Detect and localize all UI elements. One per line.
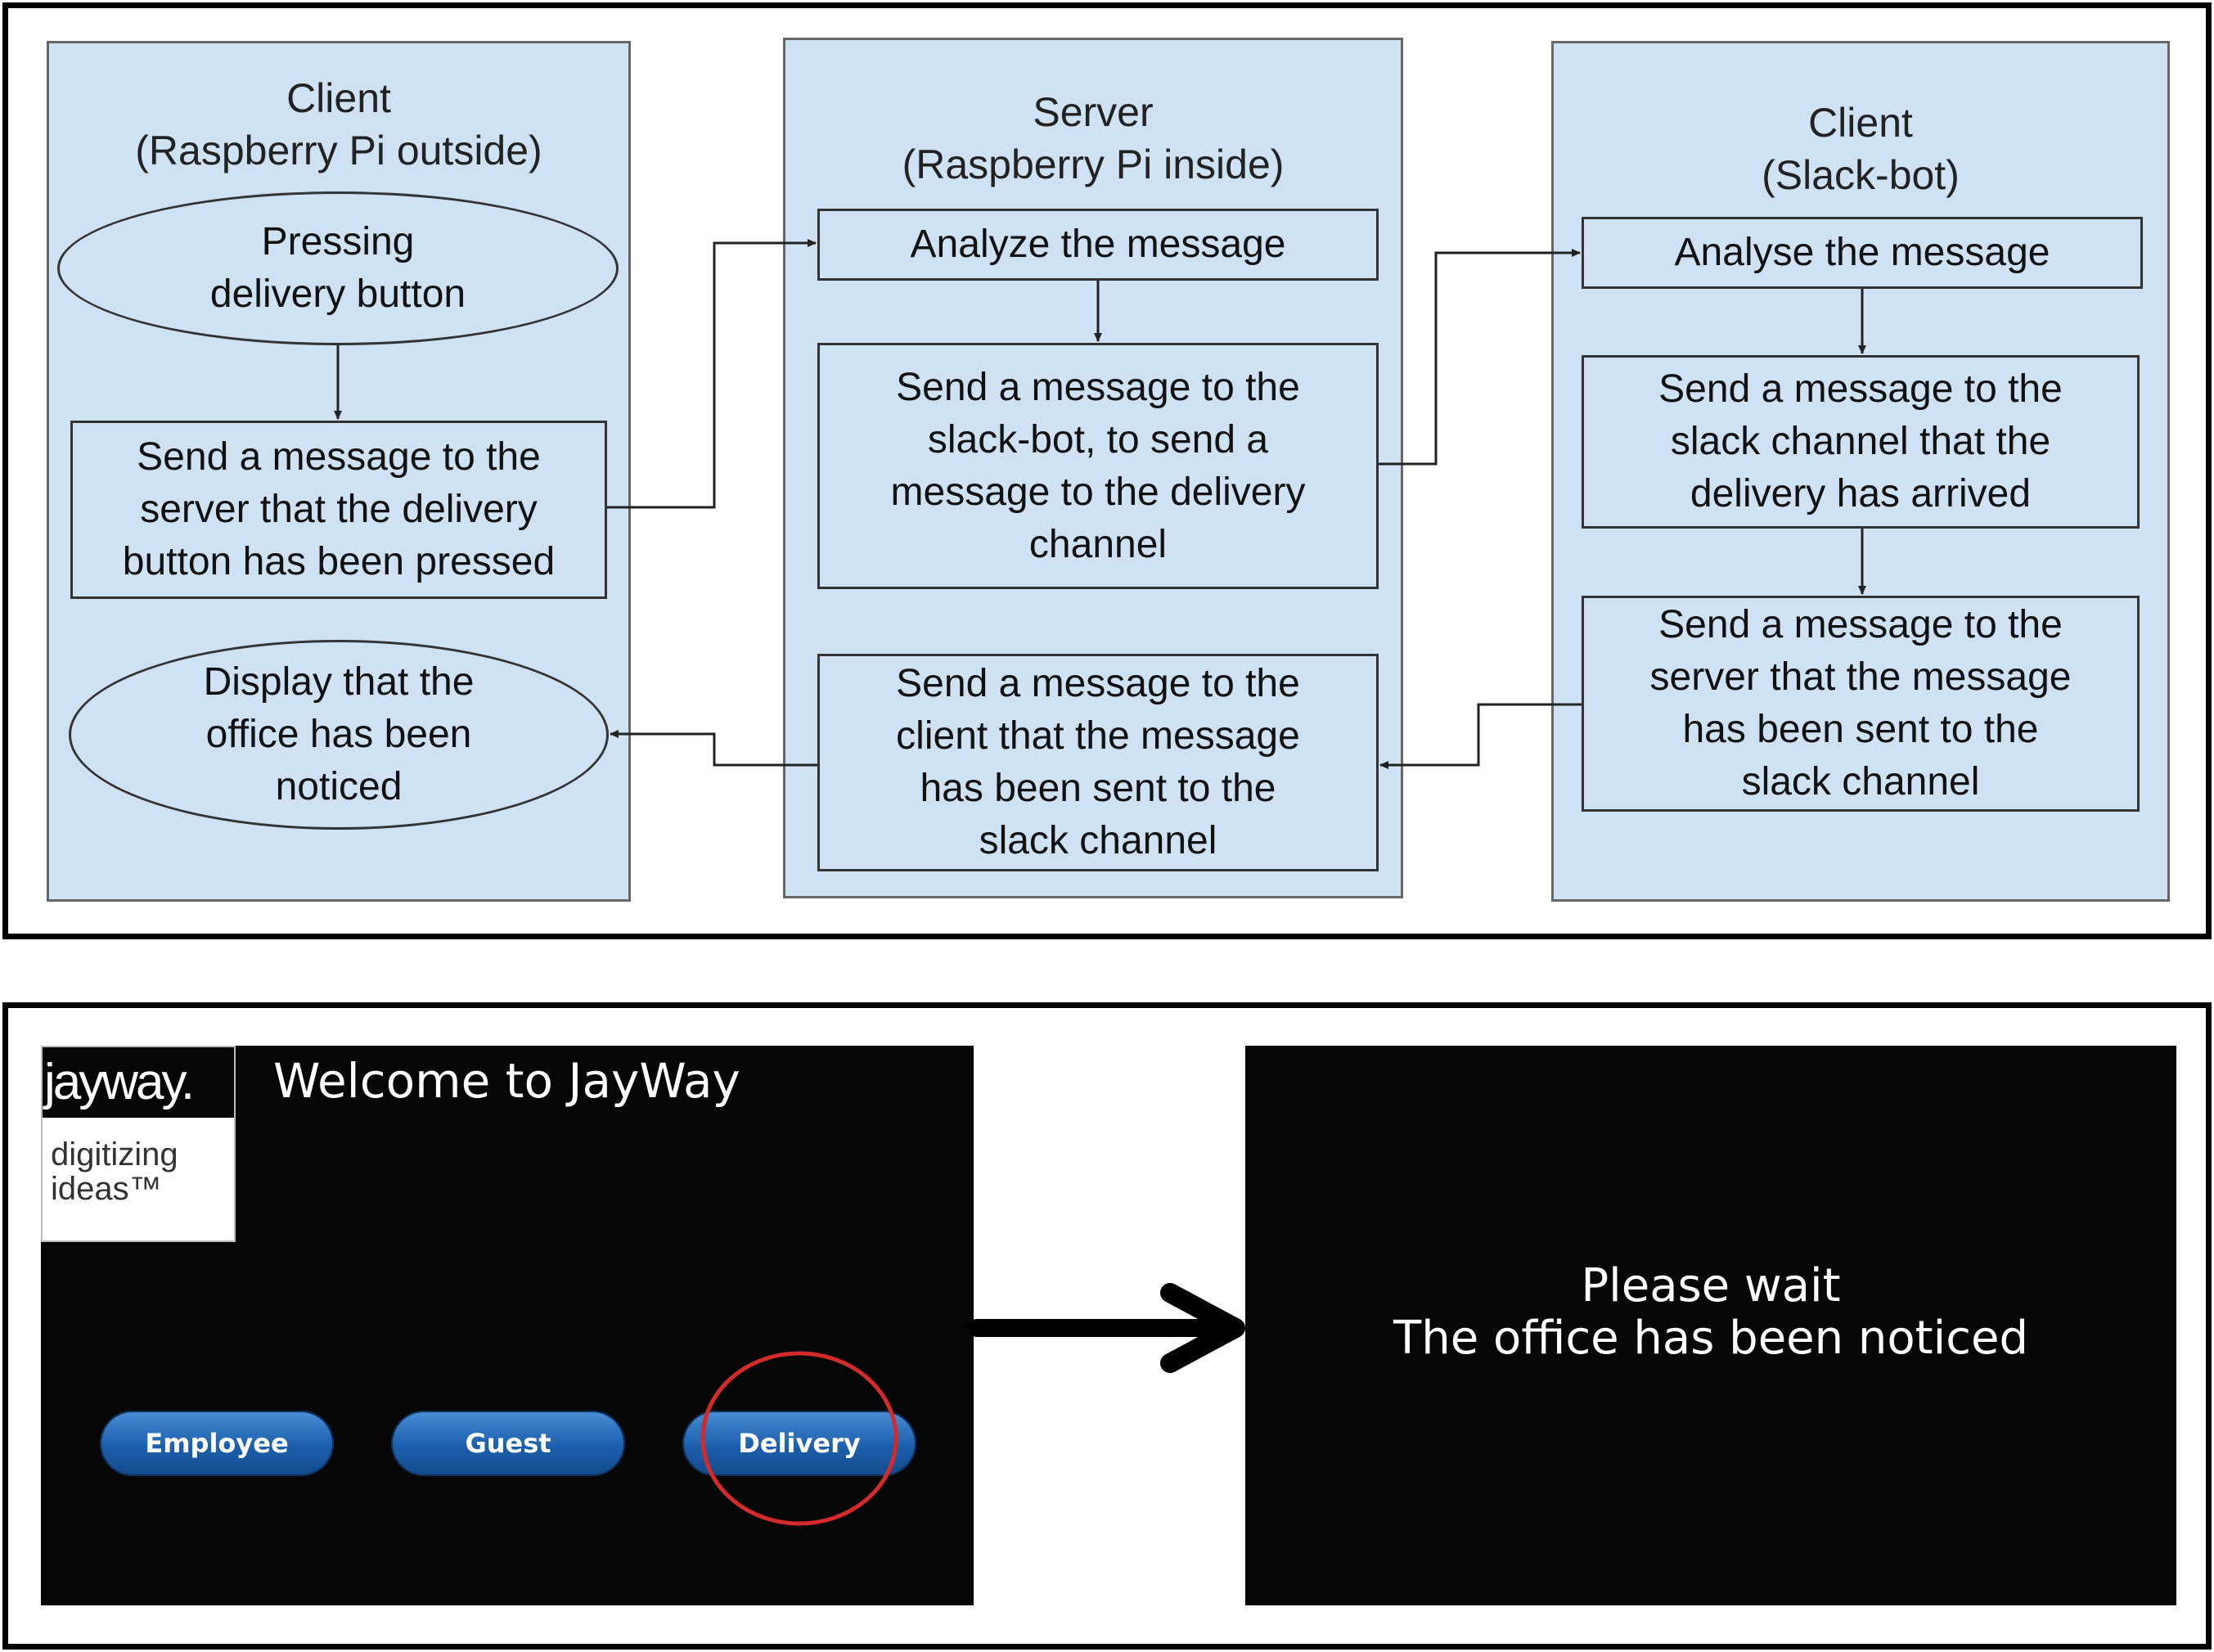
arrow-client-to-display [610,730,817,767]
guest-button-label: Guest [465,1428,551,1459]
welcome-title: Welcome to JayWay [273,1053,740,1109]
wait-message: Please wait The office has been noticed [1245,1260,2176,1365]
guest-button[interactable]: Guest [391,1411,625,1476]
delivery-button[interactable]: Delivery [682,1411,916,1476]
node-pressing-delivery-button: Pressing delivery button [57,191,619,345]
lane-title-client-slackbot: Client (Slack-bot) [1762,100,1960,198]
transition-arrow-icon [968,1283,1245,1373]
node-analyse-message: Analyse the message [1582,217,2143,289]
node-analyse-text: Analyse the message [1674,231,2050,274]
node-send-to-server: Send a message to the server that the de… [70,421,607,599]
node-analyze-text: Analyze the message [910,223,1286,266]
jayway-logo: jayway. digitizing ideas™ [41,1046,236,1242]
lane-server: Server (Raspberry Pi inside) [783,38,1403,898]
welcome-screen: jayway. digitizing ideas™ Welcome to Jay… [41,1046,974,1605]
delivery-highlight-circle [700,1351,898,1526]
node-pressing-text: Pressing delivery button [209,220,466,316]
node-send-to-client: Send a message to the client that the me… [817,654,1379,871]
lane-title-client-outside: Client (Raspberry Pi outside) [135,75,542,173]
wait-line-1: Please wait [1581,1259,1841,1312]
lane-client-slackbot: Client (Slack-bot) [1551,41,2170,902]
node-send-to-slackbot-text: Send a message to the slack-bot, to send… [890,365,1306,566]
employee-button[interactable]: Employee [100,1411,334,1476]
arrow-send-to-analyze [607,239,817,509]
delivery-button-label: Delivery [738,1428,861,1459]
node-send-to-server-text: Send a message to the server that the de… [122,435,556,583]
node-send-to-slackbot: Send a message to the slack-bot, to send… [817,343,1379,589]
lane-title-server: Server (Raspberry Pi inside) [902,89,1285,187]
node-analyze-message: Analyze the message [817,209,1379,281]
node-send-to-server-sent: Send a message to the server that the me… [1582,596,2140,812]
node-send-to-client-text: Send a message to the client that the me… [896,662,1300,862]
node-send-to-channel: Send a message to the slack channel that… [1582,355,2140,529]
node-display-noticed: Display that the office has been noticed [69,640,609,830]
node-display-text: Display that the office has been noticed [203,660,475,808]
node-send-to-channel-text: Send a message to the slack channel that… [1658,367,2063,515]
logo-tagline: digitizing ideas™ [51,1137,178,1207]
arrow-slackbot-to-analyse [1379,249,1581,466]
node-send-to-server-sent-text: Send a message to the server that the me… [1649,603,2072,803]
logo-wordmark: jayway. [43,1047,234,1118]
wait-line-2: The office has been noticed [1393,1312,2028,1365]
flow-connectors [334,239,1866,769]
arrow-server-sent-to-client [1379,703,1582,769]
wait-screen: Please wait The office has been noticed [1245,1046,2176,1605]
employee-button-label: Employee [145,1428,289,1459]
